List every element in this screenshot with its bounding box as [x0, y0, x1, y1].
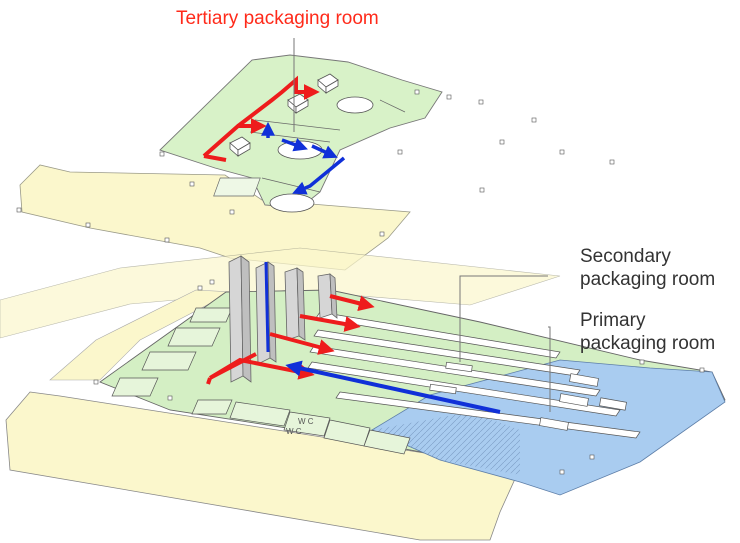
middle-corridor-sheet — [0, 247, 561, 339]
blue-vertical-flow — [264, 261, 270, 353]
vertical-columns — [228, 255, 338, 383]
lower-level: W C W C — [5, 255, 726, 541]
tertiary-blue-flow — [261, 121, 346, 195]
lower-blue-flow — [285, 360, 501, 414]
tertiary-red-flow — [202, 75, 320, 162]
primary-hatch — [372, 412, 520, 475]
primary-room-label-line1: Primary — [580, 310, 646, 331]
svg-text:W C: W C — [298, 417, 314, 426]
primary-room-label-line2: packaging room — [580, 333, 715, 354]
upper-corridor — [19, 164, 411, 271]
lower-left-strip — [49, 289, 234, 381]
callout-leaders — [459, 275, 551, 412]
upper-level — [16, 38, 615, 271]
tertiary-room-label: Tertiary packaging room — [176, 8, 379, 29]
wc-rooms: W C W C — [286, 417, 314, 436]
lower-corridor — [5, 391, 521, 541]
svg-text:W C: W C — [286, 427, 302, 436]
secondary-room-label-line2: packaging room — [580, 269, 715, 290]
packaging-lines — [307, 311, 641, 439]
lower-red-flow — [206, 294, 375, 385]
column-markers-lower — [93, 279, 705, 475]
upper-stair-room — [213, 177, 261, 197]
secondary-room-label-line1: Secondary — [580, 246, 671, 267]
column-markers-upper — [16, 89, 615, 243]
tertiary-machines — [229, 73, 374, 213]
lower-rooms — [111, 307, 411, 455]
